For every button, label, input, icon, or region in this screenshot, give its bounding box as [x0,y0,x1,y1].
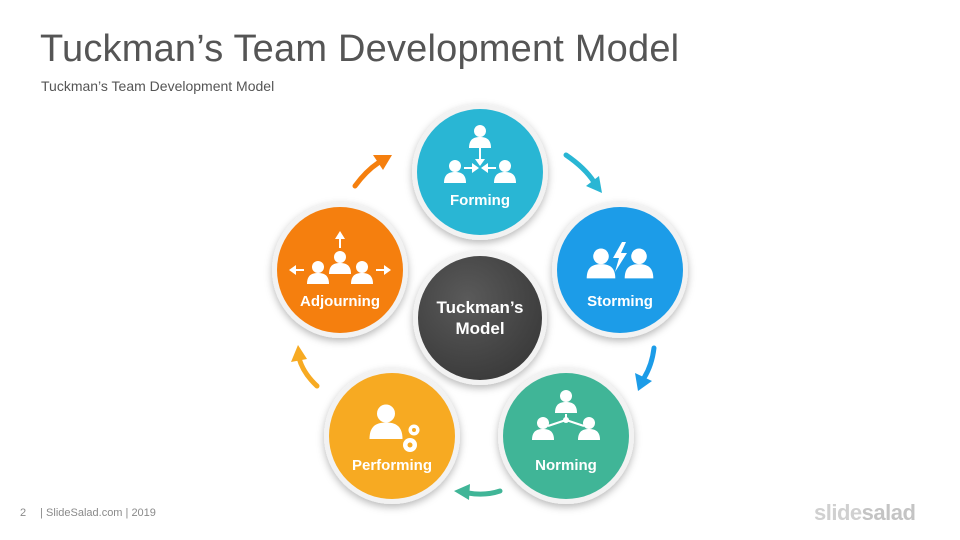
stage-label-norming: Norming [535,457,597,474]
arrow-performing-adjourning [291,345,320,389]
center-title-line1: Tuckman’s [437,298,524,317]
stage-label-forming: Forming [450,192,510,209]
stage-forming: Forming [412,104,548,240]
stage-norming: Norming [498,368,634,504]
center-title-line2: Model [455,319,504,338]
brand-logo: slidesalad [814,500,916,526]
slide-subtitle: Tuckman’s Team Development Model [41,78,275,94]
person-gears-icon [369,404,420,452]
brand-part1: slide [814,500,862,525]
arrow-norming-performing [454,484,503,500]
slide-title: Tuckman’s Team Development Model [40,28,680,70]
arrow-forming-storming [563,152,602,193]
cycle-arrows [291,152,657,500]
stage-label-storming: Storming [587,293,653,310]
stage-performing: Performing [324,368,460,504]
group-converge-icon [444,125,516,183]
page-number: 2 [20,507,27,519]
stage-label-adjourning: Adjourning [300,293,380,310]
footer-text: | SlideSalad.com | 2019 [40,507,156,519]
group-disperse-icon [289,231,391,284]
stage-adjourning: Adjourning [272,202,408,338]
arrow-adjourning-forming [352,155,392,189]
hierarchy-icon [532,390,600,440]
stage-storming: Storming [552,202,688,338]
stage-label-performing: Performing [352,457,432,474]
brand-part2: salad [861,500,916,525]
conflict-bolt-icon [586,242,654,279]
arrow-storming-norming [635,345,657,391]
slide-footer: 2 | SlideSalad.com | 2019 [20,507,156,519]
center-node: Tuckman’s Model [413,251,547,385]
